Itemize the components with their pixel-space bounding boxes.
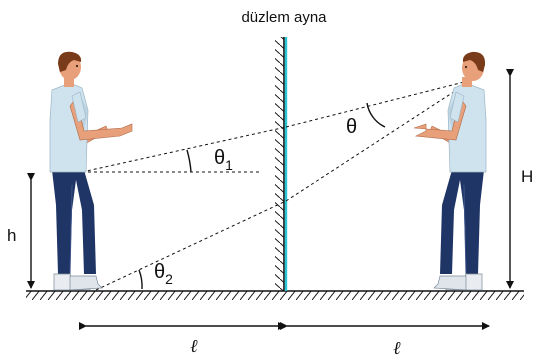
theta-label: θ bbox=[346, 116, 357, 138]
left-eye-to-mirror-top-ray bbox=[81, 126, 287, 173]
H-label: H bbox=[521, 167, 533, 186]
left-feet-to-mirror-ray bbox=[95, 200, 287, 291]
plane-mirror bbox=[275, 37, 288, 291]
sight-lines bbox=[81, 79, 473, 291]
right-eye-to-mirror-top-ray bbox=[285, 79, 473, 128]
theta2-arc bbox=[138, 269, 143, 290]
ell-right-label: ℓ bbox=[393, 338, 401, 358]
right-eye-to-mirror-bottom-ray bbox=[285, 79, 473, 202]
theta1-label: θ1 bbox=[214, 147, 233, 173]
right-person bbox=[413, 51, 487, 291]
ell-left-label: ℓ bbox=[190, 336, 198, 356]
left-person bbox=[49, 51, 133, 291]
theta1-arc bbox=[186, 149, 192, 173]
floor bbox=[26, 290, 524, 300]
h-label: h bbox=[7, 226, 16, 245]
theta2-label: θ2 bbox=[154, 261, 173, 287]
theta-arc bbox=[366, 102, 386, 128]
mirror-label: düzlem ayna bbox=[241, 9, 327, 26]
angle-arcs bbox=[138, 102, 386, 290]
